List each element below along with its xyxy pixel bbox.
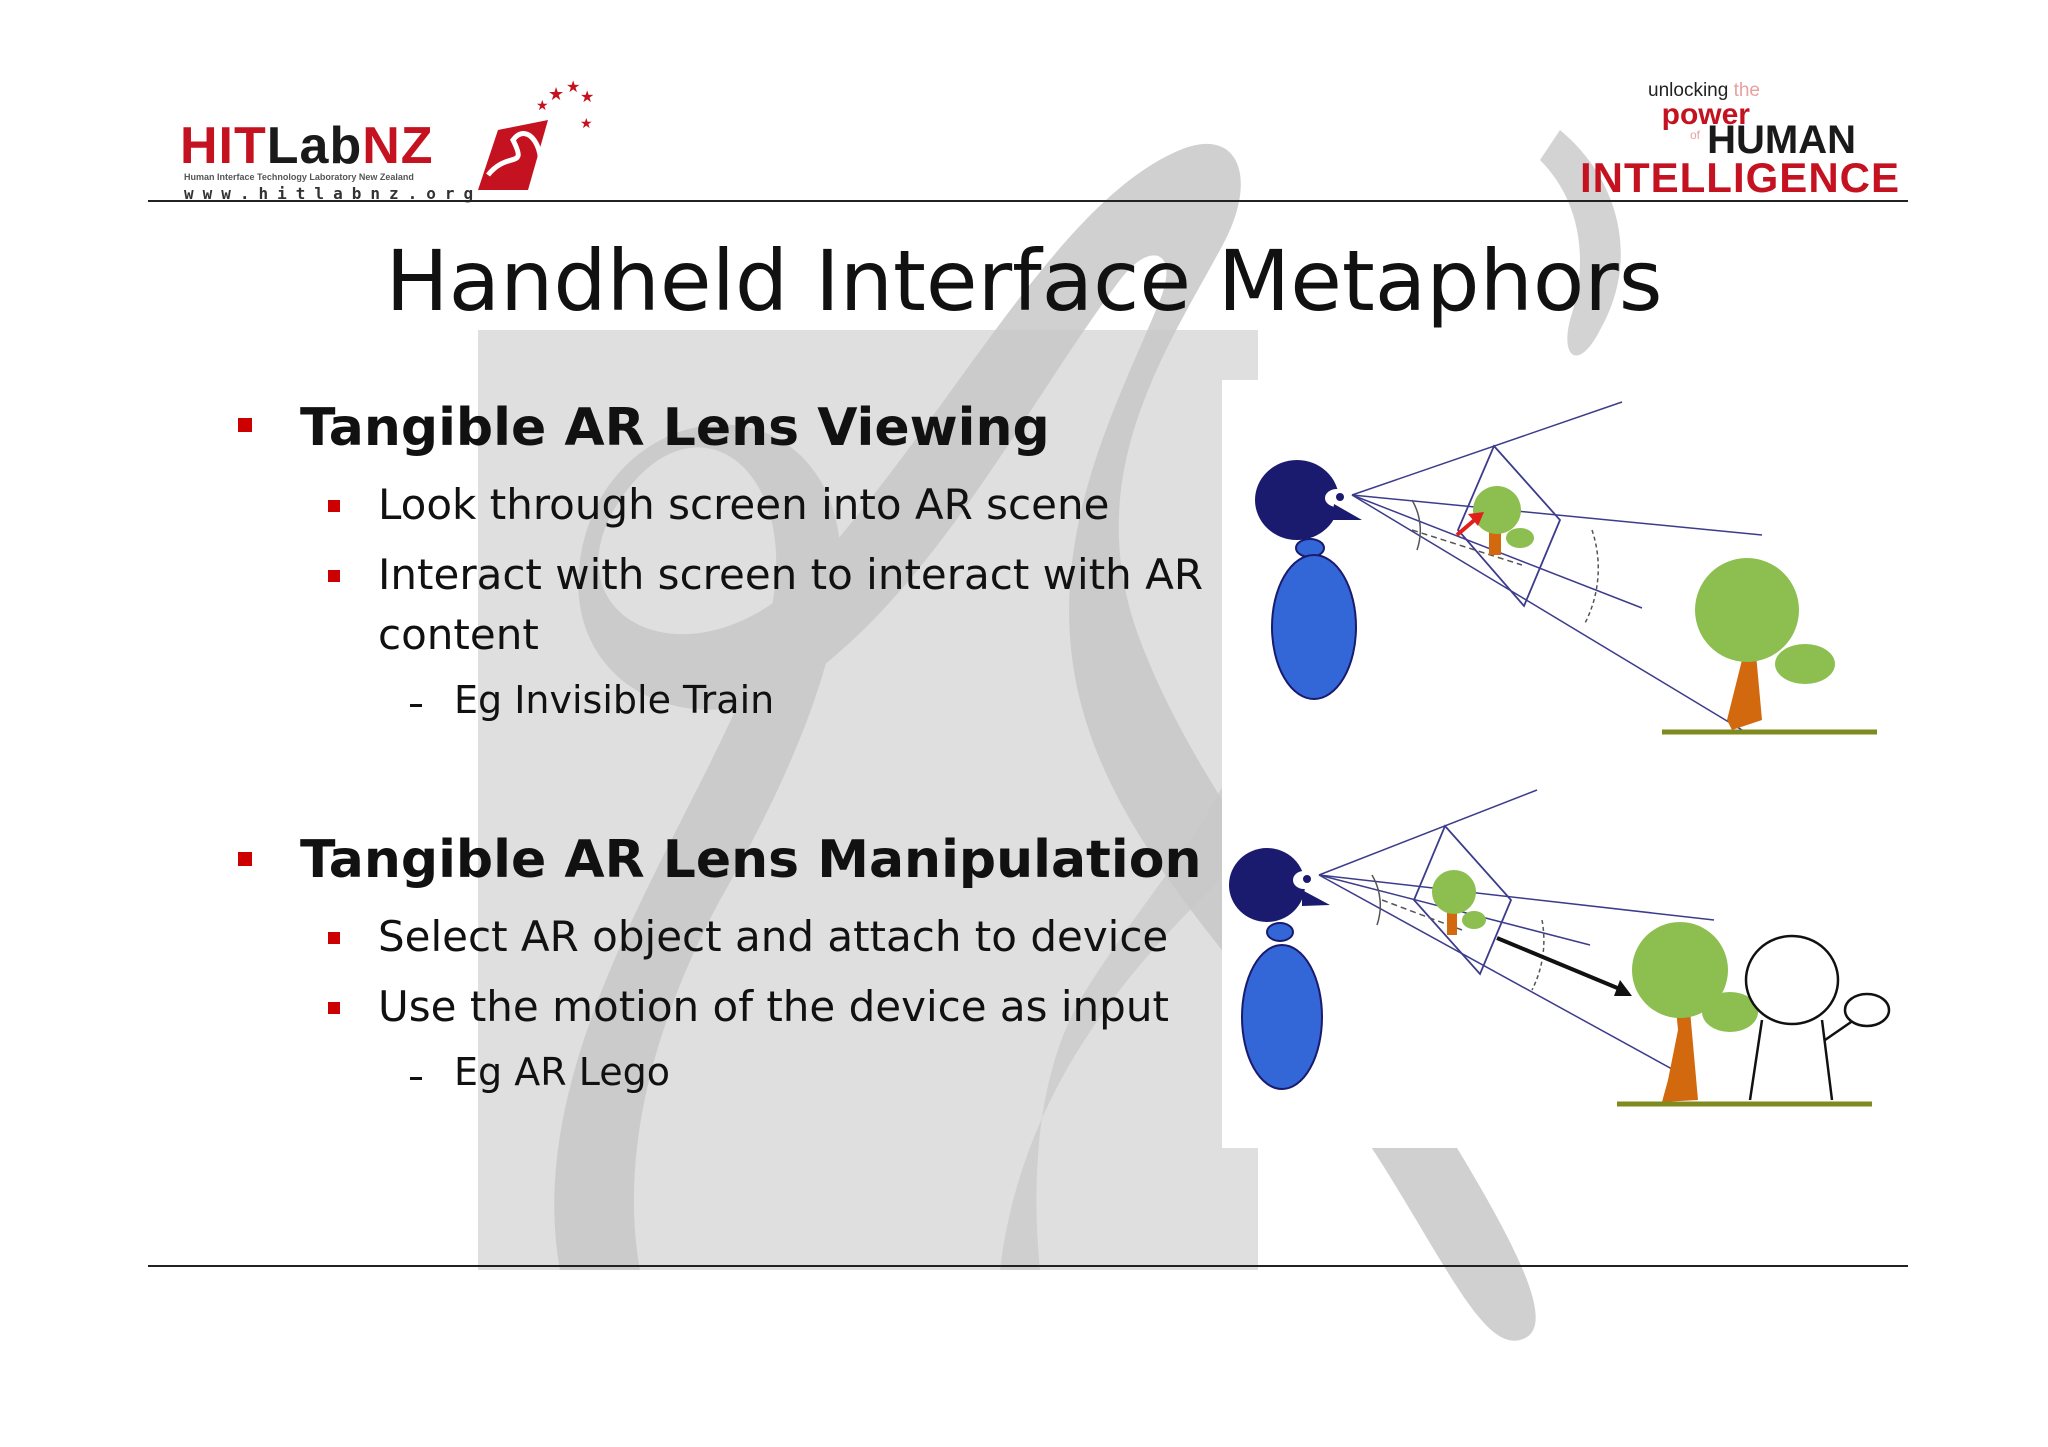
logo-of: of — [1689, 128, 1700, 142]
sub-bullet-dash — [410, 1077, 422, 1080]
virtual-tree-icon — [1473, 486, 1521, 534]
bullet-marker — [328, 1002, 340, 1014]
stars-dancer-icon: ★ ★ ★ ★ ★ — [478, 80, 594, 190]
bullet-marker — [328, 500, 340, 512]
logo-unlocking: unlocking the — [1648, 80, 1760, 101]
body-icon — [1241, 944, 1323, 1090]
slide-title: Handheld Interface Metaphors — [385, 232, 1663, 330]
bullet-item: Interact with screen to interact with AR — [378, 550, 1204, 599]
hitlabnz-wordmark: HITLabNZ — [180, 116, 434, 176]
logo-hit: HIT — [180, 117, 267, 175]
logo-subtitle: Human Interface Technology Laboratory Ne… — [184, 172, 414, 182]
bullet-item: Look through screen into AR scene — [378, 480, 1110, 529]
head-icon — [1255, 460, 1339, 540]
bullet-item-continuation: content — [378, 610, 539, 659]
attached-tree-icon — [1432, 870, 1476, 914]
section-heading: Tangible AR Lens Viewing — [300, 398, 1050, 458]
bullet-marker — [328, 570, 340, 582]
bullet-marker — [328, 932, 340, 944]
watermark-swirl — [554, 143, 1536, 1341]
bullet-item: Select AR object and attach to device — [378, 912, 1169, 961]
example-item: Eg AR Lego — [454, 1050, 670, 1094]
svg-text:★: ★ — [580, 116, 593, 132]
logo-nz: NZ — [362, 117, 434, 175]
svg-text:★: ★ — [566, 80, 580, 96]
moved-tree-icon — [1632, 922, 1728, 1018]
bullet-item: Use the motion of the device as input — [378, 982, 1169, 1031]
logo-power: power — [1661, 98, 1750, 131]
body-icon — [1271, 554, 1357, 700]
logo-human: HUMAN — [1707, 118, 1856, 162]
sub-bullet-dash — [410, 704, 422, 707]
svg-text:★: ★ — [548, 84, 564, 105]
lens-manipulation-illustration — [1229, 789, 1891, 1107]
svg-text:★: ★ — [536, 98, 549, 114]
logo-url: www.hitlabnz.org — [184, 184, 483, 203]
lens-viewing-illustration — [1255, 401, 1877, 735]
section-heading: Tangible AR Lens Manipulation — [300, 830, 1202, 890]
bullet-marker — [238, 852, 252, 866]
real-tree-icon — [1695, 558, 1799, 662]
hitlabnz-logo: HITLabNZ Human Interface Technology Labo… — [180, 80, 600, 203]
footer-rule — [148, 1265, 1908, 1267]
stick-figure-head-icon — [1744, 934, 1840, 1026]
unlocking-logo: unlocking the power of HUMAN INTELLIGENC… — [1560, 80, 1900, 201]
logo-intelligence: INTELLIGENCE — [1579, 154, 1900, 201]
logo-lab: Lab — [266, 117, 363, 175]
watermark-swirl-3 — [1540, 130, 1621, 356]
example-item: Eg Invisible Train — [454, 678, 775, 722]
svg-text:★: ★ — [580, 87, 594, 106]
head-icon — [1229, 848, 1305, 922]
watermark-swirl-2 — [1000, 702, 1286, 1270]
illustration-panel — [1222, 380, 1902, 1148]
header-rule — [148, 200, 1908, 202]
bullet-marker — [238, 418, 252, 432]
